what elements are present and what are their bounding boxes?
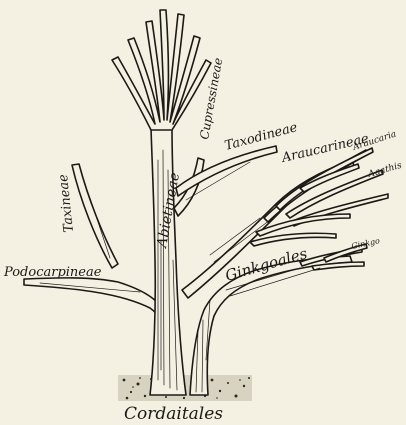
araucaria-fronds xyxy=(250,148,388,246)
podocarpineae-branch xyxy=(24,278,168,324)
abietineae-trunk xyxy=(150,128,186,395)
label-podocarpineae: Podocarpineae xyxy=(3,265,102,280)
taxineae-branch xyxy=(72,164,118,268)
abietineae-crown xyxy=(112,10,211,130)
label-agathis: Agathis xyxy=(366,161,403,181)
label-cordaitales: Cordaitales xyxy=(124,404,223,424)
label-taxineae: Taxineae xyxy=(56,173,77,233)
